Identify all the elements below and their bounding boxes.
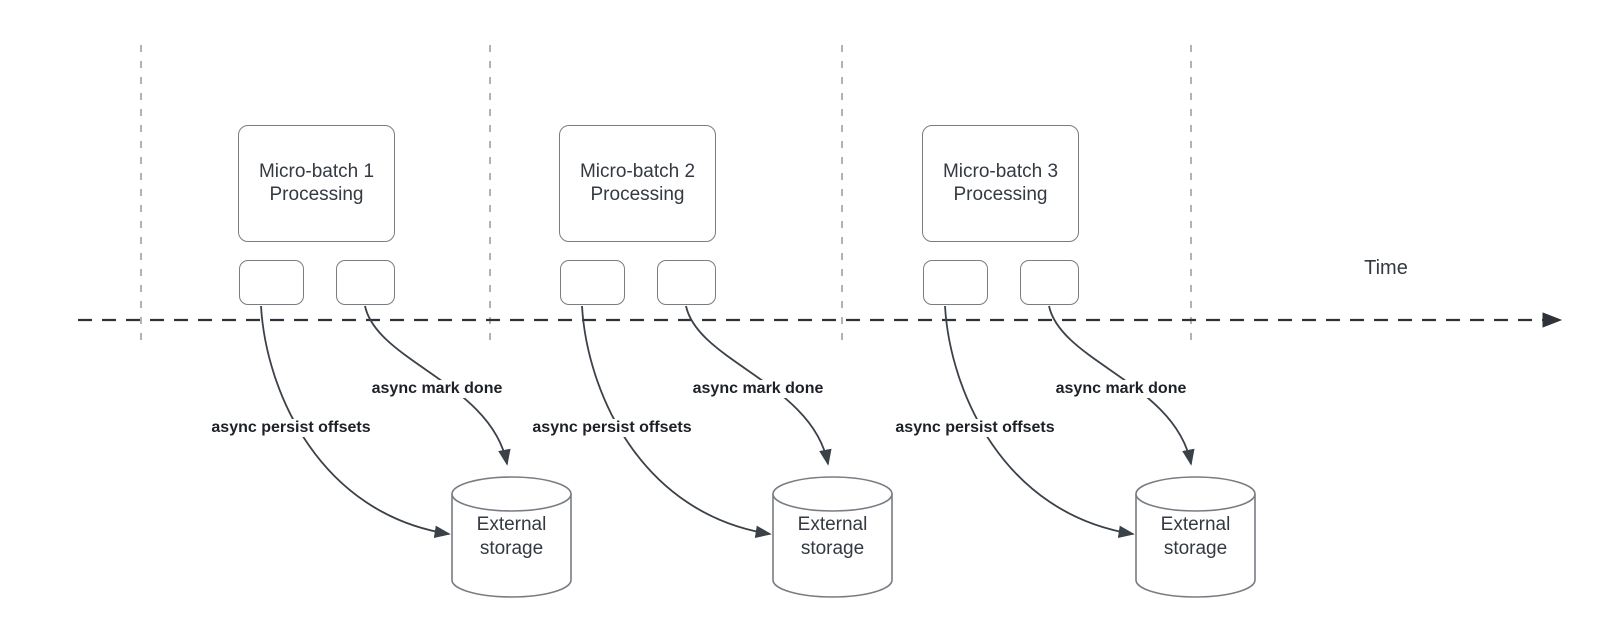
- mark-done-box: [657, 260, 716, 305]
- mark-done-label: async mark done: [1052, 380, 1190, 398]
- microbatch-processing-label: Micro-batch 3 Processing: [942, 161, 1059, 205]
- mark-done-box: [1020, 260, 1079, 305]
- mark-done-label: async mark done: [368, 380, 506, 398]
- microbatch-group-3: Micro-batch 3 Processing External storag…: [684, 0, 1600, 642]
- external-storage-cylinder-top: [451, 476, 572, 512]
- external-storage-label: External storage: [476, 514, 547, 559]
- persist-offsets-label: async persist offsets: [529, 419, 695, 437]
- external-storage-cylinder-body: [451, 494, 572, 598]
- external-storage-cylinder-body: [772, 494, 893, 598]
- persist-offsets-edge: [944, 305, 1135, 539]
- persist-offsets-edge: [581, 305, 772, 539]
- microbatch-2-edges: [581, 305, 893, 598]
- time-axis-label: Time: [1364, 257, 1408, 279]
- offset-commit-box: [560, 260, 625, 305]
- microbatch-1-edges: [260, 305, 572, 598]
- microbatch-processing-box: Micro-batch 3 Processing: [922, 125, 1079, 242]
- offset-commit-box: [923, 260, 988, 305]
- mark-done-edge: [364, 305, 511, 466]
- mark-done-box: [336, 260, 395, 305]
- microbatch-3-edges: [944, 305, 1256, 598]
- external-storage-label: External storage: [1160, 514, 1231, 559]
- microbatch-processing-box: Micro-batch 2 Processing: [559, 125, 716, 242]
- external-storage-label: External storage: [797, 514, 868, 559]
- external-storage-cylinder-top: [1135, 476, 1256, 512]
- external-storage-cylinder-top: [772, 476, 893, 512]
- mark-done-label: async mark done: [689, 380, 827, 398]
- mark-done-edge: [1048, 305, 1195, 466]
- offset-commit-box: [239, 260, 304, 305]
- microbatch-processing-box: Micro-batch 1 Processing: [238, 125, 395, 242]
- persist-offsets-label: async persist offsets: [208, 419, 374, 437]
- microbatch-group-2: Micro-batch 2 Processing External storag…: [321, 0, 1600, 642]
- microbatch-processing-label: Micro-batch 1 Processing: [258, 161, 375, 205]
- persist-offsets-edge: [260, 305, 451, 539]
- persist-offsets-label: async persist offsets: [892, 419, 1058, 437]
- microbatch-processing-label: Micro-batch 2 Processing: [579, 161, 696, 205]
- external-storage-cylinder-body: [1135, 494, 1256, 598]
- mark-done-edge: [685, 305, 832, 466]
